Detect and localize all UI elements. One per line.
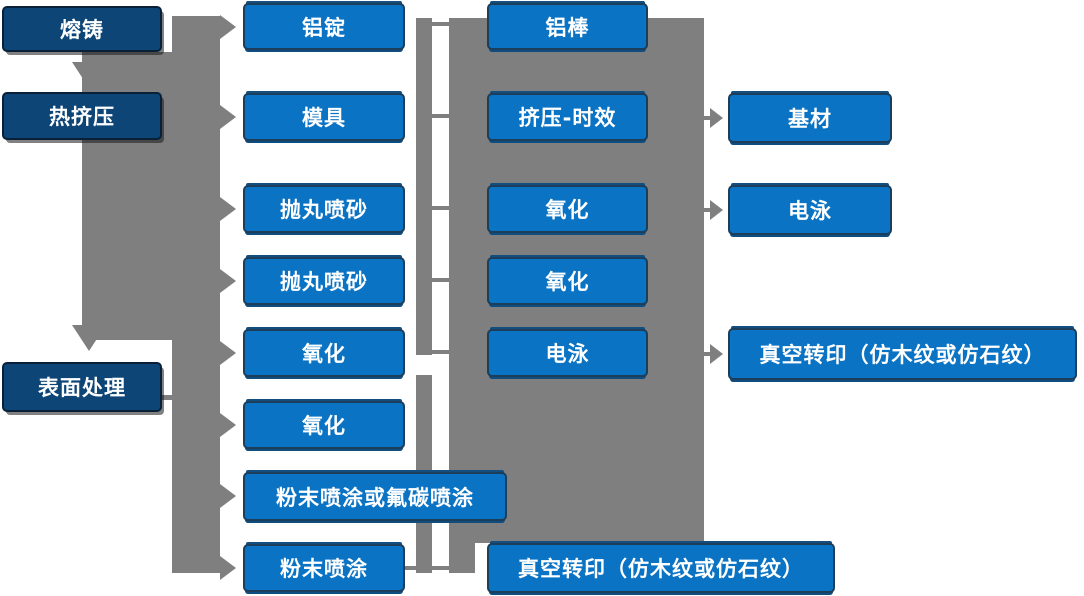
arrow-to-aluminum-ingot [220, 15, 236, 39]
node-hot-extrusion: 热挤压 [2, 92, 162, 140]
node-surface-treatment: 表面处理 [2, 362, 162, 412]
down-arrow-to-surface-treatment [72, 325, 106, 351]
node-aluminum-ingot: 铝锭 [243, 3, 405, 50]
node-aluminum-rod: 铝棒 [487, 3, 648, 50]
shaft-to-vacuum-transfer-2 [704, 352, 712, 356]
arrow-to-electrophoresis-2 [710, 200, 723, 220]
node-powder-coating: 粉末喷涂 [243, 544, 405, 592]
shaft-to-electrophoresis-2 [704, 208, 712, 212]
node-electrophoresis-1: 电泳 [487, 329, 648, 377]
node-oxidation-2: 氧化 [243, 401, 405, 449]
arrow-to-mold [220, 105, 236, 129]
link-powder-coating-out [405, 566, 416, 570]
arrow-to-powder-coating [220, 556, 236, 580]
arrow-to-shot-blasting-1 [220, 197, 236, 221]
node-oxidation-1: 氧化 [243, 329, 405, 377]
arrow-to-oxidation-2 [220, 413, 236, 437]
arrow-to-powder-fluorocarbon [220, 484, 236, 508]
link-row-extrusion-aging [432, 114, 449, 118]
link-row-oxidation-3 [432, 206, 449, 210]
node-mold: 模具 [243, 93, 405, 141]
node-oxidation-4: 氧化 [487, 257, 648, 305]
link-vacuum-transfer-in [432, 566, 449, 570]
arrow-to-oxidation-1 [220, 341, 236, 365]
node-extrusion-aging: 挤压-时效 [487, 93, 648, 141]
node-base-material: 基材 [728, 93, 892, 143]
node-powder-or-fluorocarbon-coating: 粉末喷涂或氟碳喷涂 [243, 472, 507, 521]
node-oxidation-3: 氧化 [487, 185, 648, 233]
arrow-to-shot-blasting-2 [220, 269, 236, 293]
link-row-aluminum-rod [432, 22, 449, 26]
node-melting-casting: 熔铸 [2, 6, 162, 52]
arrow-to-vacuum-transfer-2 [710, 344, 723, 364]
connector-surface-treatment-link [162, 395, 174, 400]
down-arrow-to-hot-extrusion [72, 62, 106, 88]
node-shot-blasting-2: 抛丸喷砂 [243, 257, 405, 305]
connector-mid-bus-upper [416, 18, 432, 355]
node-shot-blasting-1: 抛丸喷砂 [243, 185, 405, 233]
node-vacuum-transfer-1: 真空转印（仿木纹或仿石纹） [487, 543, 835, 593]
link-row-electrophoresis [432, 350, 449, 354]
arrow-to-base-material [710, 108, 723, 128]
shaft-to-base-material [704, 116, 712, 120]
connector-left-bus [172, 16, 220, 573]
link-row-oxidation-4 [432, 278, 449, 282]
connector-center-block-tab [449, 543, 475, 573]
node-vacuum-transfer-2: 真空转印（仿木纹或仿石纹） [728, 328, 1077, 380]
node-electrophoresis-2: 电泳 [728, 185, 892, 235]
